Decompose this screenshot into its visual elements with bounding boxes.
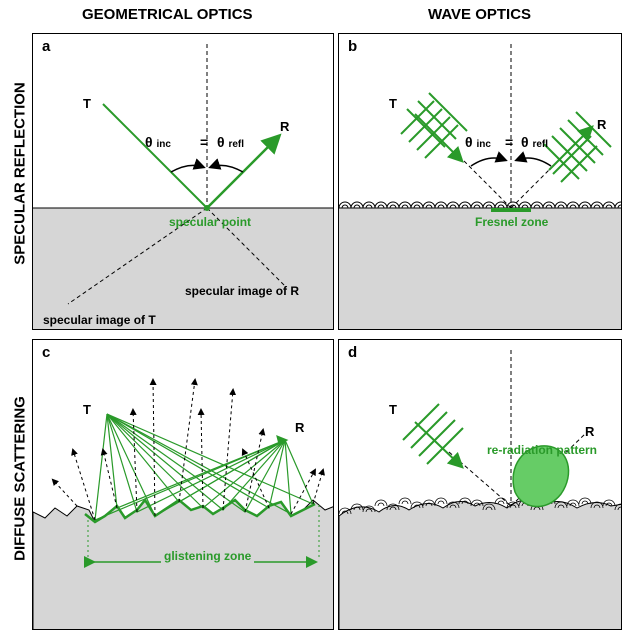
- angle-arc-refl: [208, 158, 244, 173]
- scattered-ray-8: [241, 448, 270, 509]
- incident-path: [458, 155, 512, 209]
- receiver-label: R: [597, 117, 607, 132]
- panel-d-wave-diffuse: d T R re-radiation pattern: [338, 339, 622, 630]
- transmitter-label: T: [83, 96, 91, 111]
- scattered-ray-4: [178, 378, 198, 503]
- panel-a-drawing: [33, 44, 333, 329]
- scattered-ray-0: [71, 448, 96, 521]
- panel-a-letter: a: [42, 38, 51, 55]
- panel-b-drawing: [339, 44, 621, 329]
- specular-image-r-label: specular image of R: [185, 284, 300, 298]
- glistening-zone-label: glistening zone: [161, 549, 255, 563]
- panel-c-geometrical-diffuse: c T R glistening zone: [32, 339, 334, 630]
- panel-c-letter: c: [42, 344, 51, 361]
- theta-inc-label: θ inc: [465, 134, 491, 150]
- rough-ground-surface: [339, 500, 621, 629]
- incident-wavefronts: [402, 403, 464, 469]
- specular-image-t-label: specular image of T: [43, 313, 156, 327]
- scattered-ray-5: [197, 408, 205, 509]
- equals-sign: =: [505, 134, 514, 150]
- panel-c-drawing: [33, 378, 333, 629]
- rough-surface-bumps: [339, 201, 621, 209]
- receiver-label: R: [295, 420, 305, 435]
- ground-surface: [339, 208, 621, 329]
- angle-arc-refl: [514, 151, 552, 167]
- scattered-ray-2: [129, 408, 138, 513]
- scattered-ray-6: [222, 388, 237, 511]
- angle-arc-inc: [170, 158, 206, 173]
- scattered-ray-9: [290, 468, 316, 515]
- specular-point-label: specular point: [169, 215, 252, 229]
- image-r-line: [206, 207, 286, 287]
- theta-refl-label: θ refl: [521, 134, 549, 150]
- panel-a-geometrical-specular: a T R θ inc = θ refl specular point spec…: [32, 33, 334, 330]
- scattered-ray-3: [149, 378, 157, 517]
- angle-arc-inc: [470, 151, 508, 167]
- scattered-ray-7: [244, 428, 266, 513]
- row-header-diffuse-scattering: DIFFUSE SCATTERING: [11, 396, 29, 561]
- panel-d-letter: d: [348, 344, 358, 361]
- transmitter-label: T: [389, 96, 397, 111]
- equals-sign: =: [200, 134, 209, 150]
- reradiation-pattern-label: re-radiation pattern: [487, 443, 598, 457]
- panel-b-wave-specular: b T R θ inc = θ refl Fresnel zone: [338, 33, 622, 330]
- scattered-rays: [51, 378, 325, 521]
- glistening-surface-highlight: [84, 497, 316, 524]
- theta-inc-label: θ inc: [145, 134, 171, 150]
- reflected-wavefronts: [543, 111, 612, 183]
- rough-ground-surface: [33, 499, 333, 629]
- incident-wavefronts: [400, 92, 468, 163]
- transmitter-label: T: [83, 402, 91, 417]
- fresnel-zone-label: Fresnel zone: [475, 215, 549, 229]
- specular-point-dot: [204, 205, 210, 211]
- receiver-arrowhead: [276, 435, 289, 445]
- scattered-ray-11: [51, 478, 78, 507]
- receiver-label: R: [585, 424, 595, 439]
- panel-b-letter: b: [348, 38, 358, 55]
- transmitter-label: T: [389, 402, 397, 417]
- scattered-ray-1: [100, 448, 118, 509]
- ground-surface: [33, 208, 333, 329]
- column-header-wave-optics: WAVE OPTICS: [428, 6, 532, 23]
- reradiation-lobe: [512, 445, 570, 508]
- incident-ray: [102, 103, 208, 209]
- ray-path-10: [106, 413, 315, 506]
- column-header-geometrical-optics: GEOMETRICAL OPTICS: [82, 6, 253, 23]
- receiver-label: R: [280, 119, 290, 134]
- panel-d-drawing: [339, 350, 621, 629]
- row-header-specular-reflection: SPECULAR REFLECTION: [11, 82, 29, 265]
- scattered-ray-10: [312, 468, 325, 505]
- image-t-line: [67, 207, 208, 305]
- theta-refl-label: θ refl: [217, 134, 245, 150]
